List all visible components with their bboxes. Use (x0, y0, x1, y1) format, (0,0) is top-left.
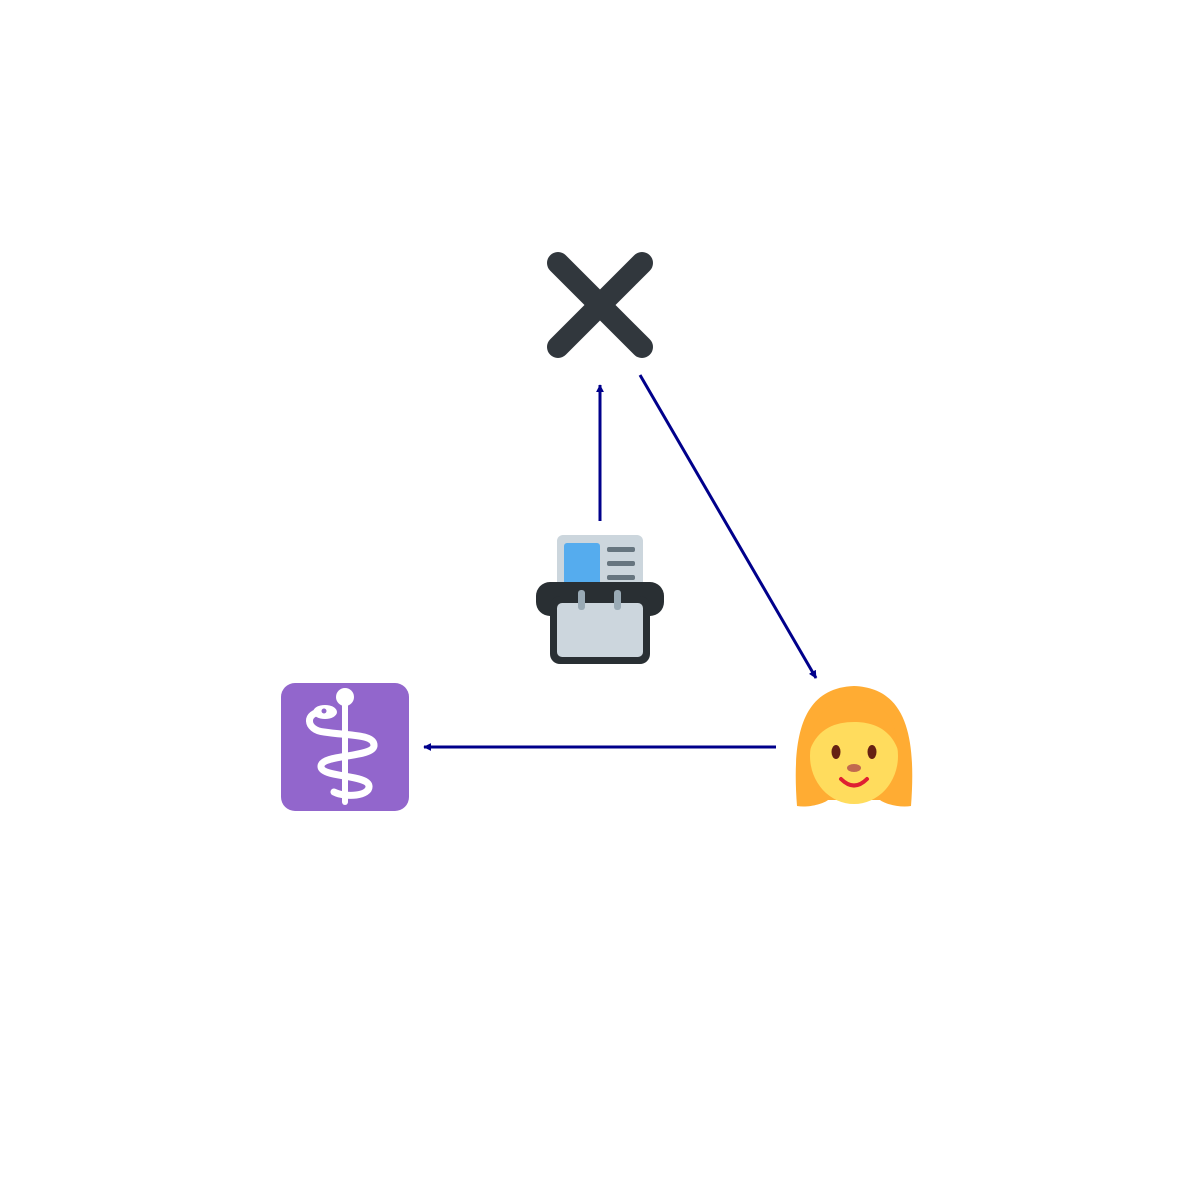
edge-cross-to-woman (638, 374, 818, 679)
edges (423, 374, 818, 751)
medical-symbol-icon (281, 683, 409, 811)
cross-mark-icon (547, 252, 653, 358)
card-index-icon (536, 535, 664, 664)
woman-icon (795, 686, 913, 807)
